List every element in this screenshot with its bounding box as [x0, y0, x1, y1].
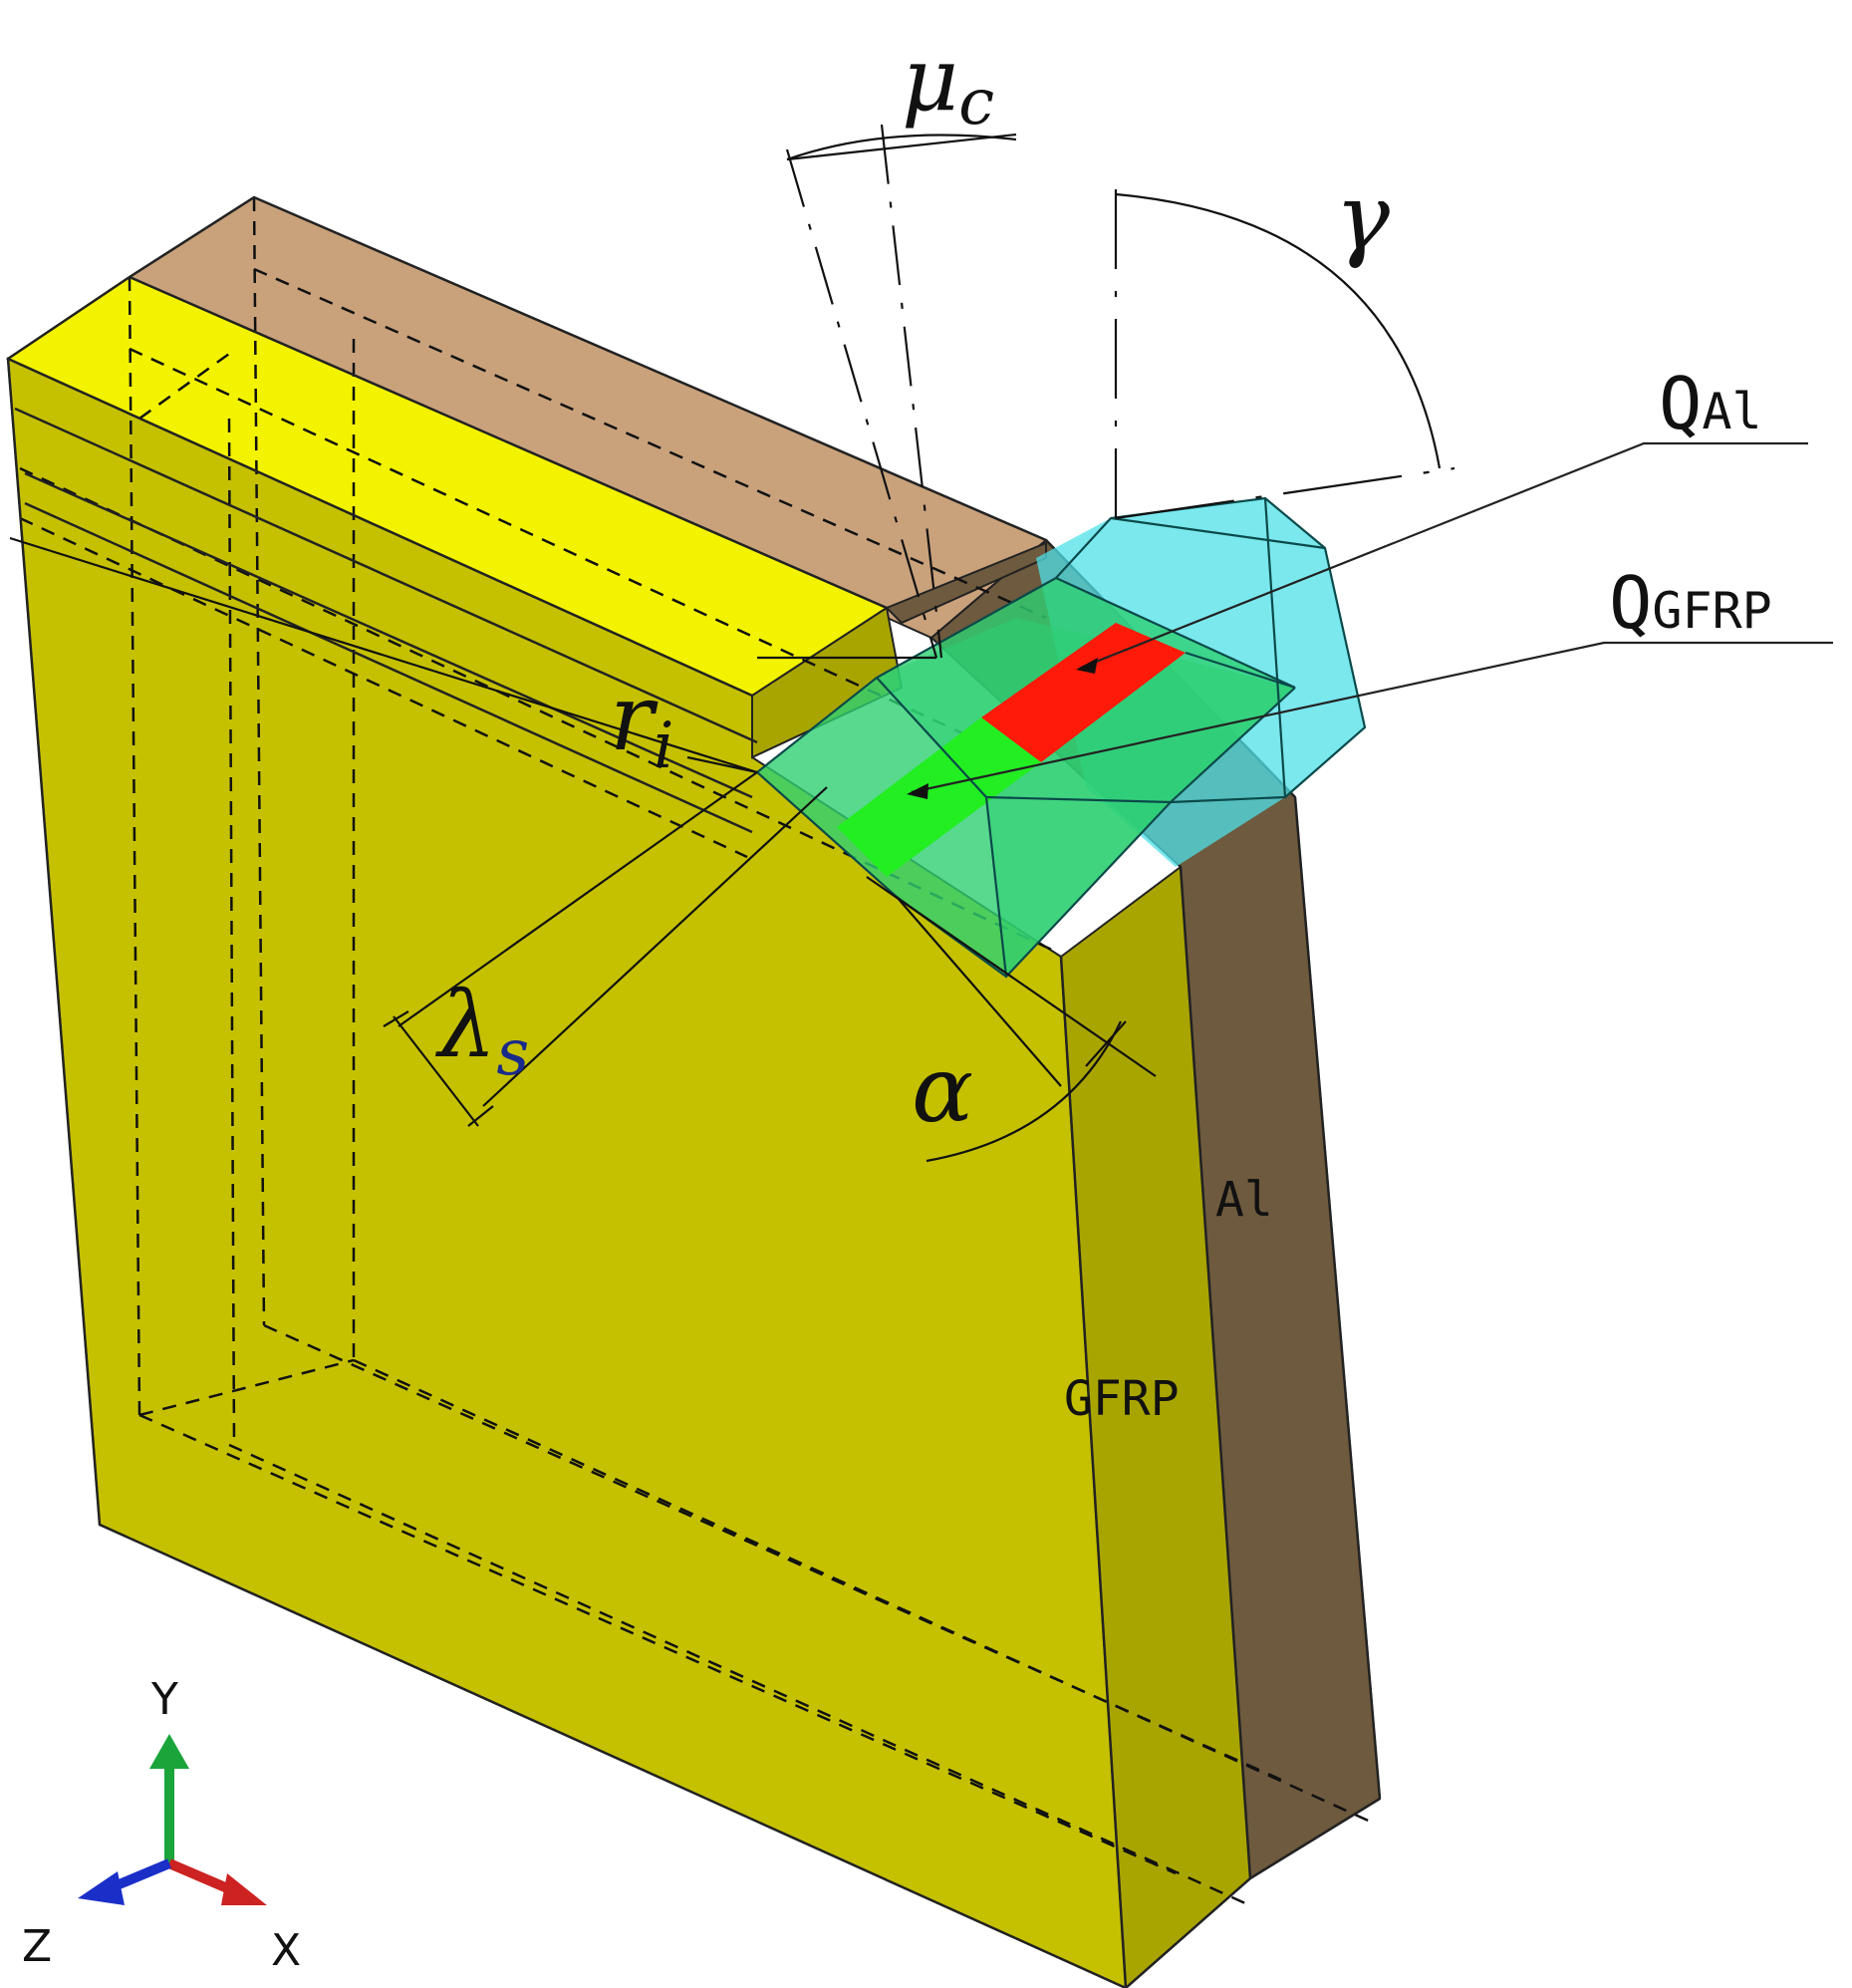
- hidden-edges: [19, 196, 1376, 1905]
- rake-face-al: [981, 623, 1186, 762]
- q-gfrp-label: QGFRP: [1609, 561, 1772, 645]
- rake-face-gfrp: [837, 717, 1041, 877]
- alpha-label: α: [912, 1036, 973, 1143]
- gamma-label: γ: [1335, 164, 1391, 271]
- q-al-label: QAl: [1659, 362, 1762, 445]
- r-i-label: ri: [610, 665, 673, 783]
- mu-c-label: μc: [902, 28, 994, 140]
- tool-edges: [756, 496, 1367, 979]
- callout-leaders: [911, 441, 1833, 794]
- tool-flank-face: [877, 618, 1295, 977]
- y-axis-arrowhead: [149, 1734, 189, 1769]
- lambda-s-label: λs: [434, 972, 529, 1090]
- leader-arrowheads: [907, 658, 1098, 799]
- x-axis-arrowhead: [221, 1873, 267, 1905]
- x-axis-label: X: [271, 1925, 301, 1976]
- axis-triad: Y X Z: [22, 1674, 301, 1976]
- y-axis-label: Y: [150, 1674, 178, 1725]
- al-label: Al: [1215, 1172, 1273, 1228]
- gfrp-label: GFRP: [1064, 1371, 1180, 1427]
- angle-lines: [9, 124, 1455, 1163]
- z-axis-label: Z: [22, 1921, 52, 1972]
- z-axis-arrowhead: [78, 1871, 125, 1905]
